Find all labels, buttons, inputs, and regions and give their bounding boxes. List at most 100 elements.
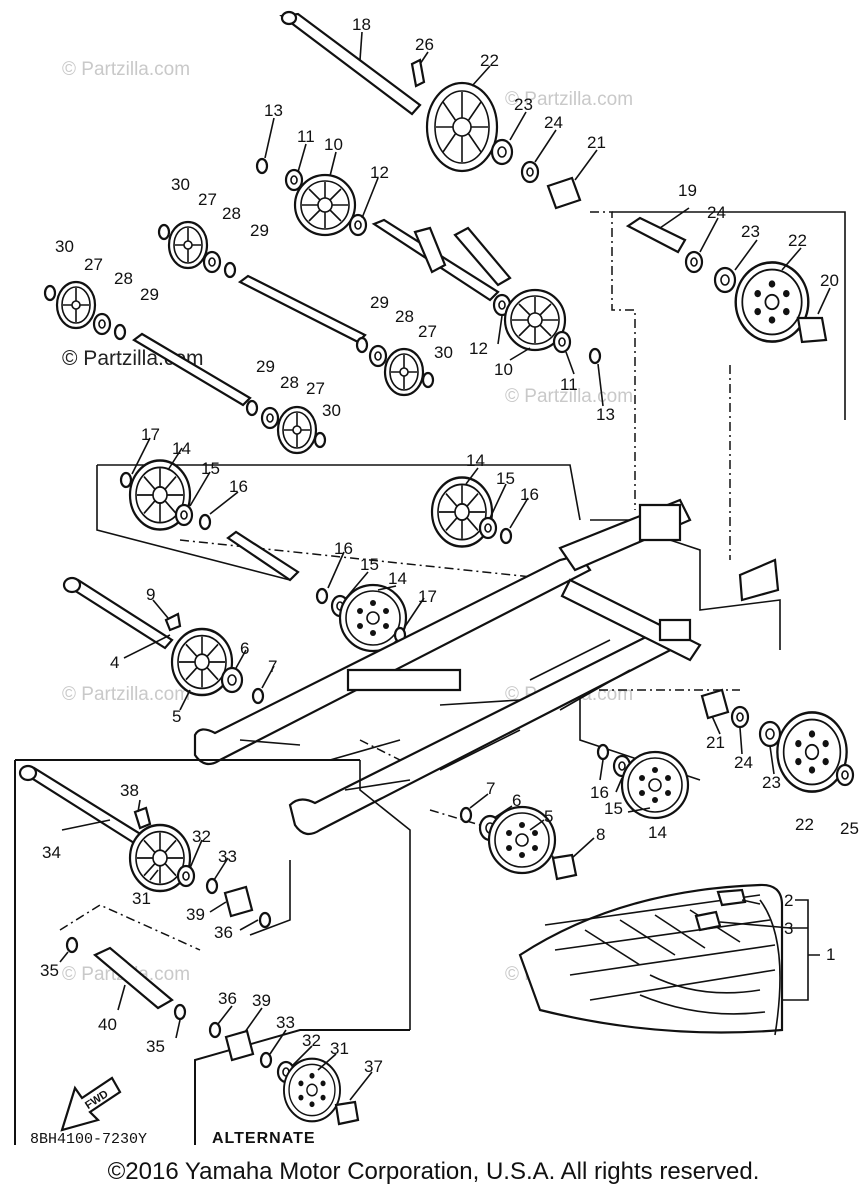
callout-13: 13 bbox=[264, 101, 283, 120]
callout-26: 26 bbox=[415, 35, 434, 54]
callout-21: 21 bbox=[706, 733, 725, 752]
callout-30: 30 bbox=[434, 343, 453, 362]
callout-32: 32 bbox=[302, 1031, 321, 1050]
callout-8: 8 bbox=[596, 825, 605, 844]
callout-12: 12 bbox=[469, 339, 488, 358]
callout-7: 7 bbox=[268, 657, 277, 676]
clip-29 bbox=[355, 336, 369, 354]
callout-14: 14 bbox=[648, 823, 667, 842]
callout-27: 27 bbox=[418, 322, 437, 341]
callout-11: 11 bbox=[297, 127, 315, 146]
collar-24-right bbox=[684, 250, 704, 274]
collar-20 bbox=[796, 316, 828, 344]
clip-7 bbox=[251, 687, 265, 705]
callout-6: 6 bbox=[240, 639, 249, 658]
wheel-22-lower bbox=[776, 711, 848, 793]
callout-3: 3 bbox=[784, 919, 793, 938]
guide-lines bbox=[359, 760, 411, 1030]
watermark: © Partzilla.com bbox=[62, 59, 190, 80]
callout-29: 29 bbox=[140, 285, 159, 304]
callout-36: 36 bbox=[218, 989, 237, 1008]
callout-14: 14 bbox=[388, 569, 407, 588]
callout-31: 31 bbox=[132, 889, 151, 908]
collar-11-right bbox=[552, 330, 572, 354]
leader-lines bbox=[59, 31, 831, 1101]
callout-34: 34 bbox=[42, 843, 61, 862]
watermark: © Partzilla.com bbox=[505, 89, 633, 110]
clip-7 bbox=[459, 806, 473, 824]
callout-9: 9 bbox=[146, 585, 155, 604]
bearing-23-top bbox=[490, 138, 514, 166]
bracket-arm bbox=[413, 226, 447, 274]
clip-35 bbox=[65, 936, 79, 954]
alternate-label: ALTERNATE bbox=[212, 1130, 316, 1147]
nut-37 bbox=[334, 1100, 360, 1126]
axle-34 bbox=[18, 764, 152, 850]
spacer-19 bbox=[625, 216, 687, 254]
callout-11: 11 bbox=[560, 375, 578, 394]
clip-29 bbox=[223, 261, 237, 279]
callout-12: 12 bbox=[370, 163, 389, 182]
callout-6: 6 bbox=[512, 791, 521, 810]
bearing-15-left bbox=[174, 503, 194, 527]
collar-11-left bbox=[284, 168, 304, 192]
clip-16-mid bbox=[499, 527, 513, 545]
callout-4: 4 bbox=[110, 653, 119, 672]
callout-28: 28 bbox=[114, 269, 133, 288]
clip-36 bbox=[208, 1021, 222, 1039]
shaft bbox=[237, 274, 367, 344]
bearing-32 bbox=[176, 864, 196, 888]
callout-2: 2 bbox=[784, 891, 793, 910]
callout-10: 10 bbox=[494, 360, 513, 379]
callout-23: 23 bbox=[741, 222, 760, 241]
clip-13-right bbox=[588, 347, 602, 365]
callout-17: 17 bbox=[418, 587, 437, 606]
callout-29: 29 bbox=[370, 293, 389, 312]
callouts: 18 26 22 23 24 21 13 11 10 12 30 27 28 2… bbox=[40, 15, 859, 1076]
spacer-21-lower bbox=[700, 688, 730, 720]
callout-32: 32 bbox=[192, 827, 211, 846]
wheel-31 bbox=[282, 1057, 342, 1123]
callout-21: 21 bbox=[587, 133, 606, 152]
callout-19: 19 bbox=[678, 181, 697, 200]
clip-35 bbox=[173, 1003, 187, 1021]
shaft bbox=[226, 530, 300, 582]
callout-16: 16 bbox=[229, 477, 248, 496]
wheel-27 bbox=[167, 220, 209, 270]
bearing-6 bbox=[220, 666, 244, 694]
callout-20: 20 bbox=[820, 271, 839, 290]
callout-28: 28 bbox=[280, 373, 299, 392]
clip-16 bbox=[596, 743, 610, 761]
callout-31: 31 bbox=[330, 1039, 349, 1058]
bearing-28 bbox=[368, 344, 388, 368]
callout-36: 36 bbox=[214, 923, 233, 942]
clip-16 bbox=[315, 587, 329, 605]
copyright-notice: ©2016 Yamaha Motor Corporation, U.S.A. A… bbox=[107, 1158, 760, 1185]
callout-28: 28 bbox=[222, 204, 241, 223]
collar-39 bbox=[224, 1029, 255, 1062]
callout-15: 15 bbox=[360, 555, 379, 574]
bearing-28 bbox=[260, 406, 280, 430]
axle-4 bbox=[62, 576, 174, 650]
diagram-code: 8BH4100-7230Y bbox=[30, 1131, 147, 1148]
callout-27: 27 bbox=[84, 255, 103, 274]
clip-16-left bbox=[198, 513, 212, 531]
clip-33 bbox=[205, 877, 219, 895]
bearing-28 bbox=[92, 312, 112, 336]
shaft bbox=[132, 332, 252, 407]
callout-39: 39 bbox=[186, 905, 205, 924]
callout-24: 24 bbox=[544, 113, 563, 132]
callout-23: 23 bbox=[514, 95, 533, 114]
callout-24: 24 bbox=[734, 753, 753, 772]
collar-24-lower bbox=[730, 705, 750, 729]
large-wheel-22-top bbox=[425, 81, 499, 173]
callout-15: 15 bbox=[604, 799, 623, 818]
callout-7: 7 bbox=[486, 779, 495, 798]
clip-30 bbox=[43, 284, 57, 302]
bearing-23-right bbox=[713, 266, 737, 294]
wheel-27 bbox=[383, 347, 425, 397]
callout-16: 16 bbox=[520, 485, 539, 504]
callout-5: 5 bbox=[544, 807, 553, 826]
callout-22: 22 bbox=[480, 51, 499, 70]
